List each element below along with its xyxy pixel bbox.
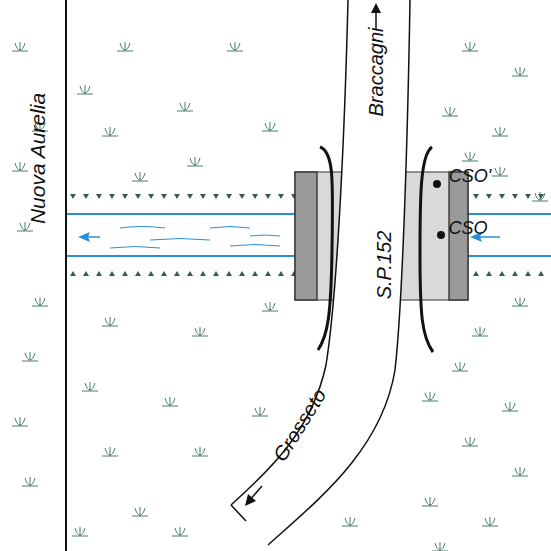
road-line [65, 0, 67, 551]
grass-symbol [192, 327, 208, 336]
grass-symbol [342, 517, 358, 526]
grass-symbol [492, 167, 508, 176]
grass-symbol [252, 407, 268, 416]
grass-symbol [82, 382, 98, 391]
sample-point [433, 180, 441, 188]
grass-symbol [512, 467, 528, 476]
grass-symbol [177, 102, 193, 111]
grass-symbol [512, 297, 528, 306]
grass-symbol [492, 127, 508, 136]
grass-symbol [512, 67, 528, 76]
grass-symbol [12, 42, 28, 51]
grass-symbol [187, 157, 203, 166]
grass-symbol [422, 392, 438, 401]
grass-symbol [172, 527, 188, 536]
grass-symbol [462, 42, 478, 51]
sample-label: CSO' [449, 167, 491, 185]
grass-symbol [102, 447, 118, 456]
grass-symbol [102, 317, 118, 326]
grass-symbol [452, 362, 468, 371]
grass-symbol [227, 42, 243, 51]
sample-label: CSO [448, 219, 487, 237]
grass-symbol [422, 497, 438, 506]
grass-symbol [502, 402, 518, 411]
bridge-abutment [295, 172, 317, 300]
guard-rail [420, 147, 433, 352]
grass-symbol [482, 517, 498, 526]
grass-symbol [432, 542, 448, 551]
grass-symbol [77, 85, 93, 94]
grass-symbol [132, 172, 148, 181]
grass-symbol [262, 302, 278, 311]
road-name: Nuova Aurelia [28, 92, 49, 223]
grass-symbol [162, 397, 178, 406]
grass-symbol [192, 447, 208, 456]
sample-point [437, 231, 445, 239]
grass-symbol [132, 507, 148, 516]
grass-symbol [442, 107, 458, 116]
grass-symbol [12, 417, 28, 426]
grass-symbol [262, 122, 278, 131]
grass-symbol [472, 327, 488, 336]
grass-symbol [462, 152, 478, 161]
grass-symbol [12, 162, 28, 171]
road-edge [231, 0, 348, 505]
direction-label: Braccagni [366, 28, 386, 117]
guard-rail [318, 147, 333, 350]
road-edge [268, 0, 410, 545]
road-name: S.P.152 [374, 231, 394, 300]
grass-symbol [22, 477, 38, 486]
grass-symbol [117, 42, 133, 51]
grass-symbol [72, 527, 88, 536]
grass-symbol [32, 297, 48, 306]
grass-symbol [102, 127, 118, 136]
grass-symbol [22, 352, 38, 361]
grass-symbol [462, 437, 478, 446]
water-ripples [110, 227, 280, 249]
